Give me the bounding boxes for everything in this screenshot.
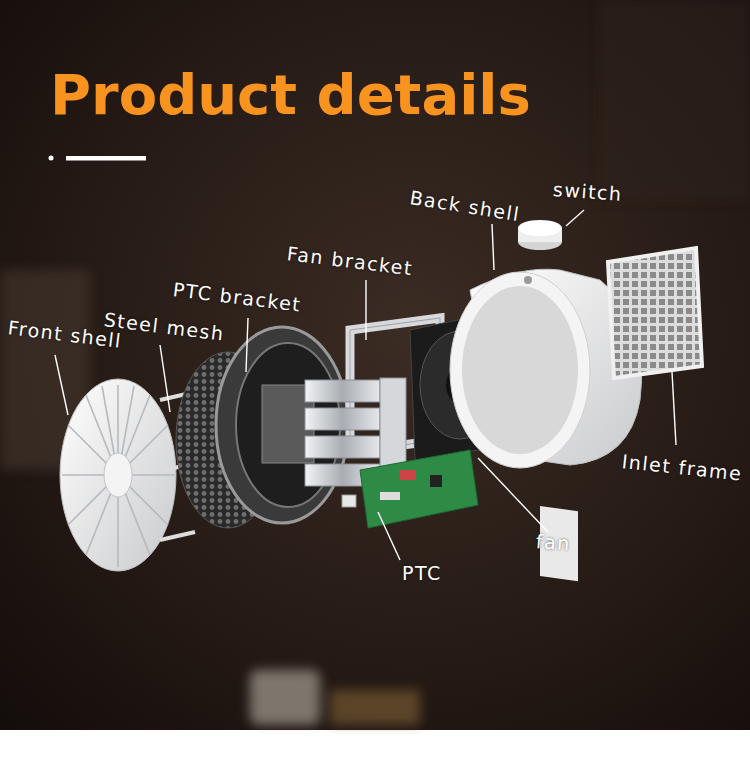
title-underline (66, 156, 146, 161)
bottom-band (0, 730, 750, 761)
part-label: PTC (402, 562, 442, 584)
leader-lines (55, 210, 676, 560)
circuit-board-drawing (360, 450, 478, 528)
background (0, 0, 750, 730)
part-label: fan (535, 530, 571, 554)
inlet-frame-drawing (608, 248, 702, 378)
switch-drawing (518, 220, 562, 250)
blurred-background (0, 0, 750, 725)
title-dot (49, 156, 54, 161)
page-title: Product details (50, 62, 531, 127)
